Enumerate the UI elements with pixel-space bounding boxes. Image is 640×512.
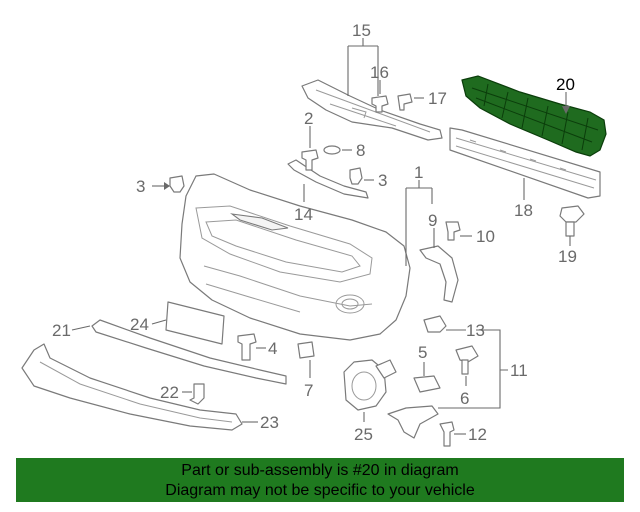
fastener-13[interactable]	[423, 315, 447, 333]
fastener-22[interactable]	[189, 383, 205, 405]
fastener-8[interactable]	[323, 145, 341, 155]
part-9-side-bracket[interactable]	[419, 245, 459, 303]
callout-19: 19	[558, 247, 577, 266]
callout-7: 7	[304, 381, 313, 400]
callout-18: 18	[514, 201, 533, 220]
callout-20: 20	[556, 75, 575, 94]
callout-23: 23	[260, 413, 279, 432]
fastener-17[interactable]	[397, 93, 413, 111]
callout-1: 1	[414, 163, 423, 182]
fastener-16[interactable]	[371, 95, 389, 113]
part-1-bumper-cover[interactable]	[179, 173, 411, 341]
notice-line-2: Diagram may not be specific to your vehi…	[165, 482, 475, 499]
part-6-push-pin[interactable]	[455, 345, 479, 375]
leader-lines	[71, 38, 571, 435]
callout-14: 14	[294, 205, 313, 224]
part-21-deflector-strip[interactable]	[91, 319, 287, 385]
callout-9: 9	[428, 211, 437, 230]
fastener-3-left[interactable]	[169, 175, 185, 193]
fastener-3-right[interactable]	[349, 167, 363, 185]
part-5-clip[interactable]	[413, 375, 441, 393]
callout-11: 11	[510, 361, 528, 380]
parts-diagram: 15 16 17 20 2 8 3 3 14 1 9 10 18 19 21 2…	[21, 21, 607, 447]
callout-4: 4	[268, 339, 277, 358]
callout-15: 15	[352, 21, 371, 40]
fastener-10[interactable]	[445, 221, 461, 241]
callout-12: 12	[468, 425, 487, 444]
fastener-2[interactable]	[301, 149, 319, 171]
part-15-upper-bracket[interactable]	[301, 79, 443, 141]
callout-25: 25	[354, 425, 373, 444]
notice-line-1: Part or sub-assembly is #20 in diagram	[181, 462, 459, 479]
callout-2: 2	[304, 109, 313, 128]
callout-3-right: 3	[378, 171, 387, 190]
fastener-4[interactable]	[237, 333, 257, 361]
part-11-lower-bracket[interactable]	[387, 405, 439, 439]
part-20-energy-absorber[interactable]	[461, 75, 607, 157]
part-notice-banner: Part or sub-assembly is #20 in diagram D…	[16, 458, 624, 502]
fastener-12[interactable]	[439, 421, 455, 447]
callout-21: 21	[52, 321, 71, 340]
callout-16: 16	[370, 63, 389, 82]
fastener-19[interactable]	[559, 205, 585, 237]
callout-22: 22	[160, 383, 179, 402]
callout-3-left: 3	[136, 177, 145, 196]
callout-17: 17	[428, 89, 447, 108]
callout-6: 6	[460, 389, 469, 408]
part-23-lower-spoiler[interactable]	[21, 343, 243, 431]
callout-8: 8	[356, 141, 365, 160]
part-7-spacer[interactable]	[297, 341, 315, 359]
callout-labels: 15 16 17 20 2 8 3 3 14 1 9 10 18 19 21 2…	[52, 21, 577, 444]
callout-13: 13	[466, 321, 485, 340]
part-25-fog-bezel[interactable]	[343, 359, 397, 411]
callout-5: 5	[418, 343, 427, 362]
callout-10: 10	[476, 227, 495, 246]
part-18-impact-bar[interactable]	[449, 127, 601, 199]
callout-24: 24	[130, 315, 149, 334]
part-24-license-bracket[interactable]	[165, 301, 225, 345]
